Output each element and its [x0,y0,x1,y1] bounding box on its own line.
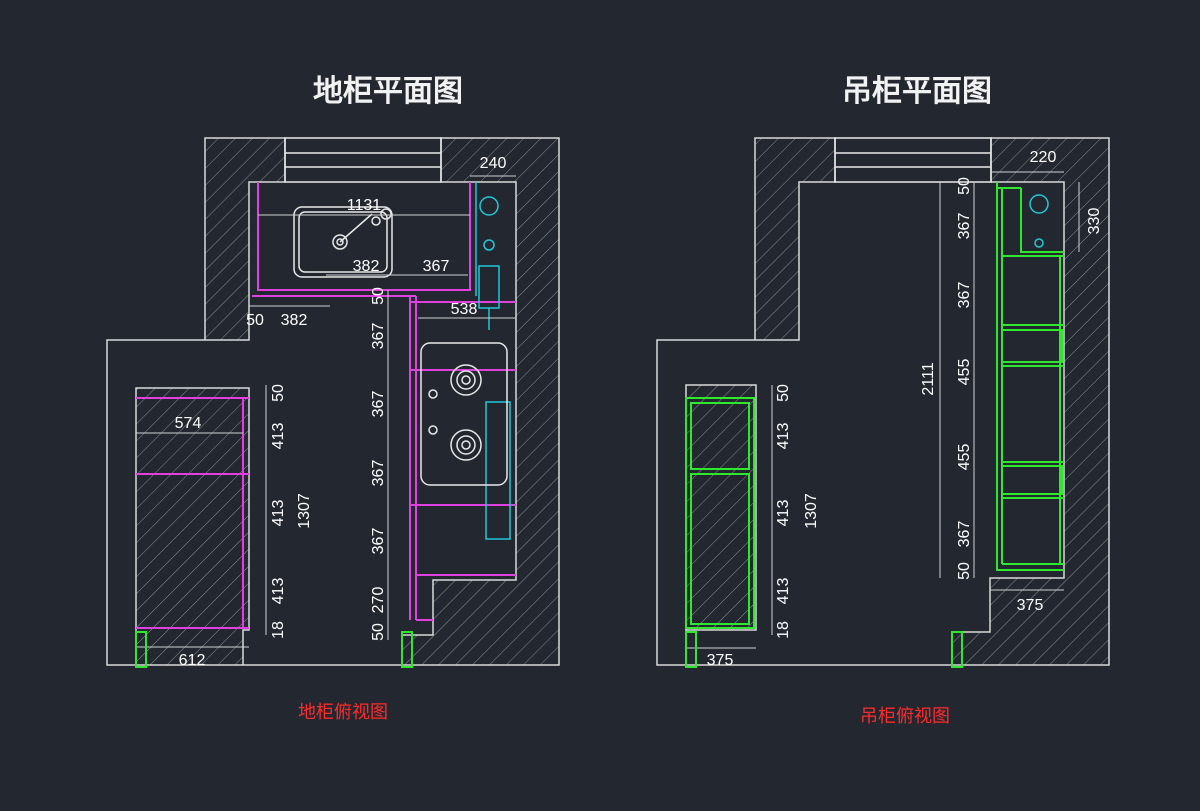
dim-gap-mid: 382 [281,312,308,329]
wall-plan-title: 吊柜平面图 [842,74,992,109]
base-window [284,137,442,183]
dim-right-col-4: 455 [956,444,973,471]
faucet-icon [371,216,381,226]
dim-left-depth: 574 [175,415,202,432]
dim-right-col-5: 367 [956,521,973,548]
dim-left-col-0: 50 [775,384,792,402]
dim-left-total: 1307 [803,493,820,529]
dim-left-bottom: 612 [179,652,206,669]
dim-left-col-2: 413 [775,500,792,527]
wall-cabinet-window [834,137,992,183]
dim-left-col-3: 413 [270,578,287,605]
dim-left-col-3: 413 [775,578,792,605]
wall-cabinet-wall [656,137,1110,666]
dim-mid-col-3: 367 [370,460,387,487]
dim-sink-right: 367 [423,258,450,275]
dim-right-col-1: 367 [956,213,973,240]
burner-icon [461,375,471,450]
dim-wall-top: 220 [1030,149,1057,166]
leg-marker [951,631,963,668]
dim-right-total: 2111 [920,362,937,395]
wall-cabinet-plan: 吊柜平面图 [656,74,1110,727]
dim-left-total: 1307 [296,493,313,529]
dim-mid-col-6: 50 [370,623,387,641]
base-plan-caption: 地柜俯视图 [298,702,388,723]
appliances [475,182,511,540]
dim-right-col-6: 50 [956,562,973,580]
dim-mid-col-0: 50 [370,287,387,305]
dim-left-col-1: 413 [270,423,287,450]
wall-dimension-lines [686,171,1080,649]
base-plan-title: 地柜平面图 [313,74,463,109]
wall-cabinet-outlines [685,182,1064,629]
dim-left-bottom: 375 [707,652,734,669]
dim-gap-left: 50 [246,312,264,329]
sink [293,206,393,278]
dim-mid-col-2: 367 [370,391,387,418]
dim-mid-col-1: 367 [370,323,387,350]
dim-left-col-4: 18 [270,621,287,639]
base-cabinet-outlines [136,182,516,629]
dim-left-col-0: 50 [270,384,287,402]
leg-marker [685,631,697,668]
leg-marker [401,631,413,668]
dim-sink-width: 1131 [347,197,382,214]
dim-sink-left: 382 [353,258,380,275]
dim-top-depth: 330 [1086,208,1103,235]
wall-cabinet-appliances [1029,194,1049,248]
dim-mid-col-4: 367 [370,528,387,555]
dim-right-bottom: 375 [1017,597,1044,614]
wall-plan-caption: 吊柜俯视图 [860,706,950,727]
dim-counter-right: 538 [451,301,478,318]
base-dimension-lines [136,175,516,648]
dim-right-col-0: 50 [956,177,973,195]
dim-left-col-4: 18 [775,621,792,639]
dim-mid-col-5: 270 [370,587,387,614]
dim-right-col-3: 455 [956,359,973,386]
base-cabinet-plan: 地柜平面图 [106,74,560,723]
cooktop [420,342,508,486]
dim-left-col-1: 413 [775,423,792,450]
dim-wall-top: 240 [480,155,507,172]
dim-left-col-2: 413 [270,500,287,527]
dim-right-col-2: 367 [956,282,973,309]
leg-marker [135,631,147,668]
